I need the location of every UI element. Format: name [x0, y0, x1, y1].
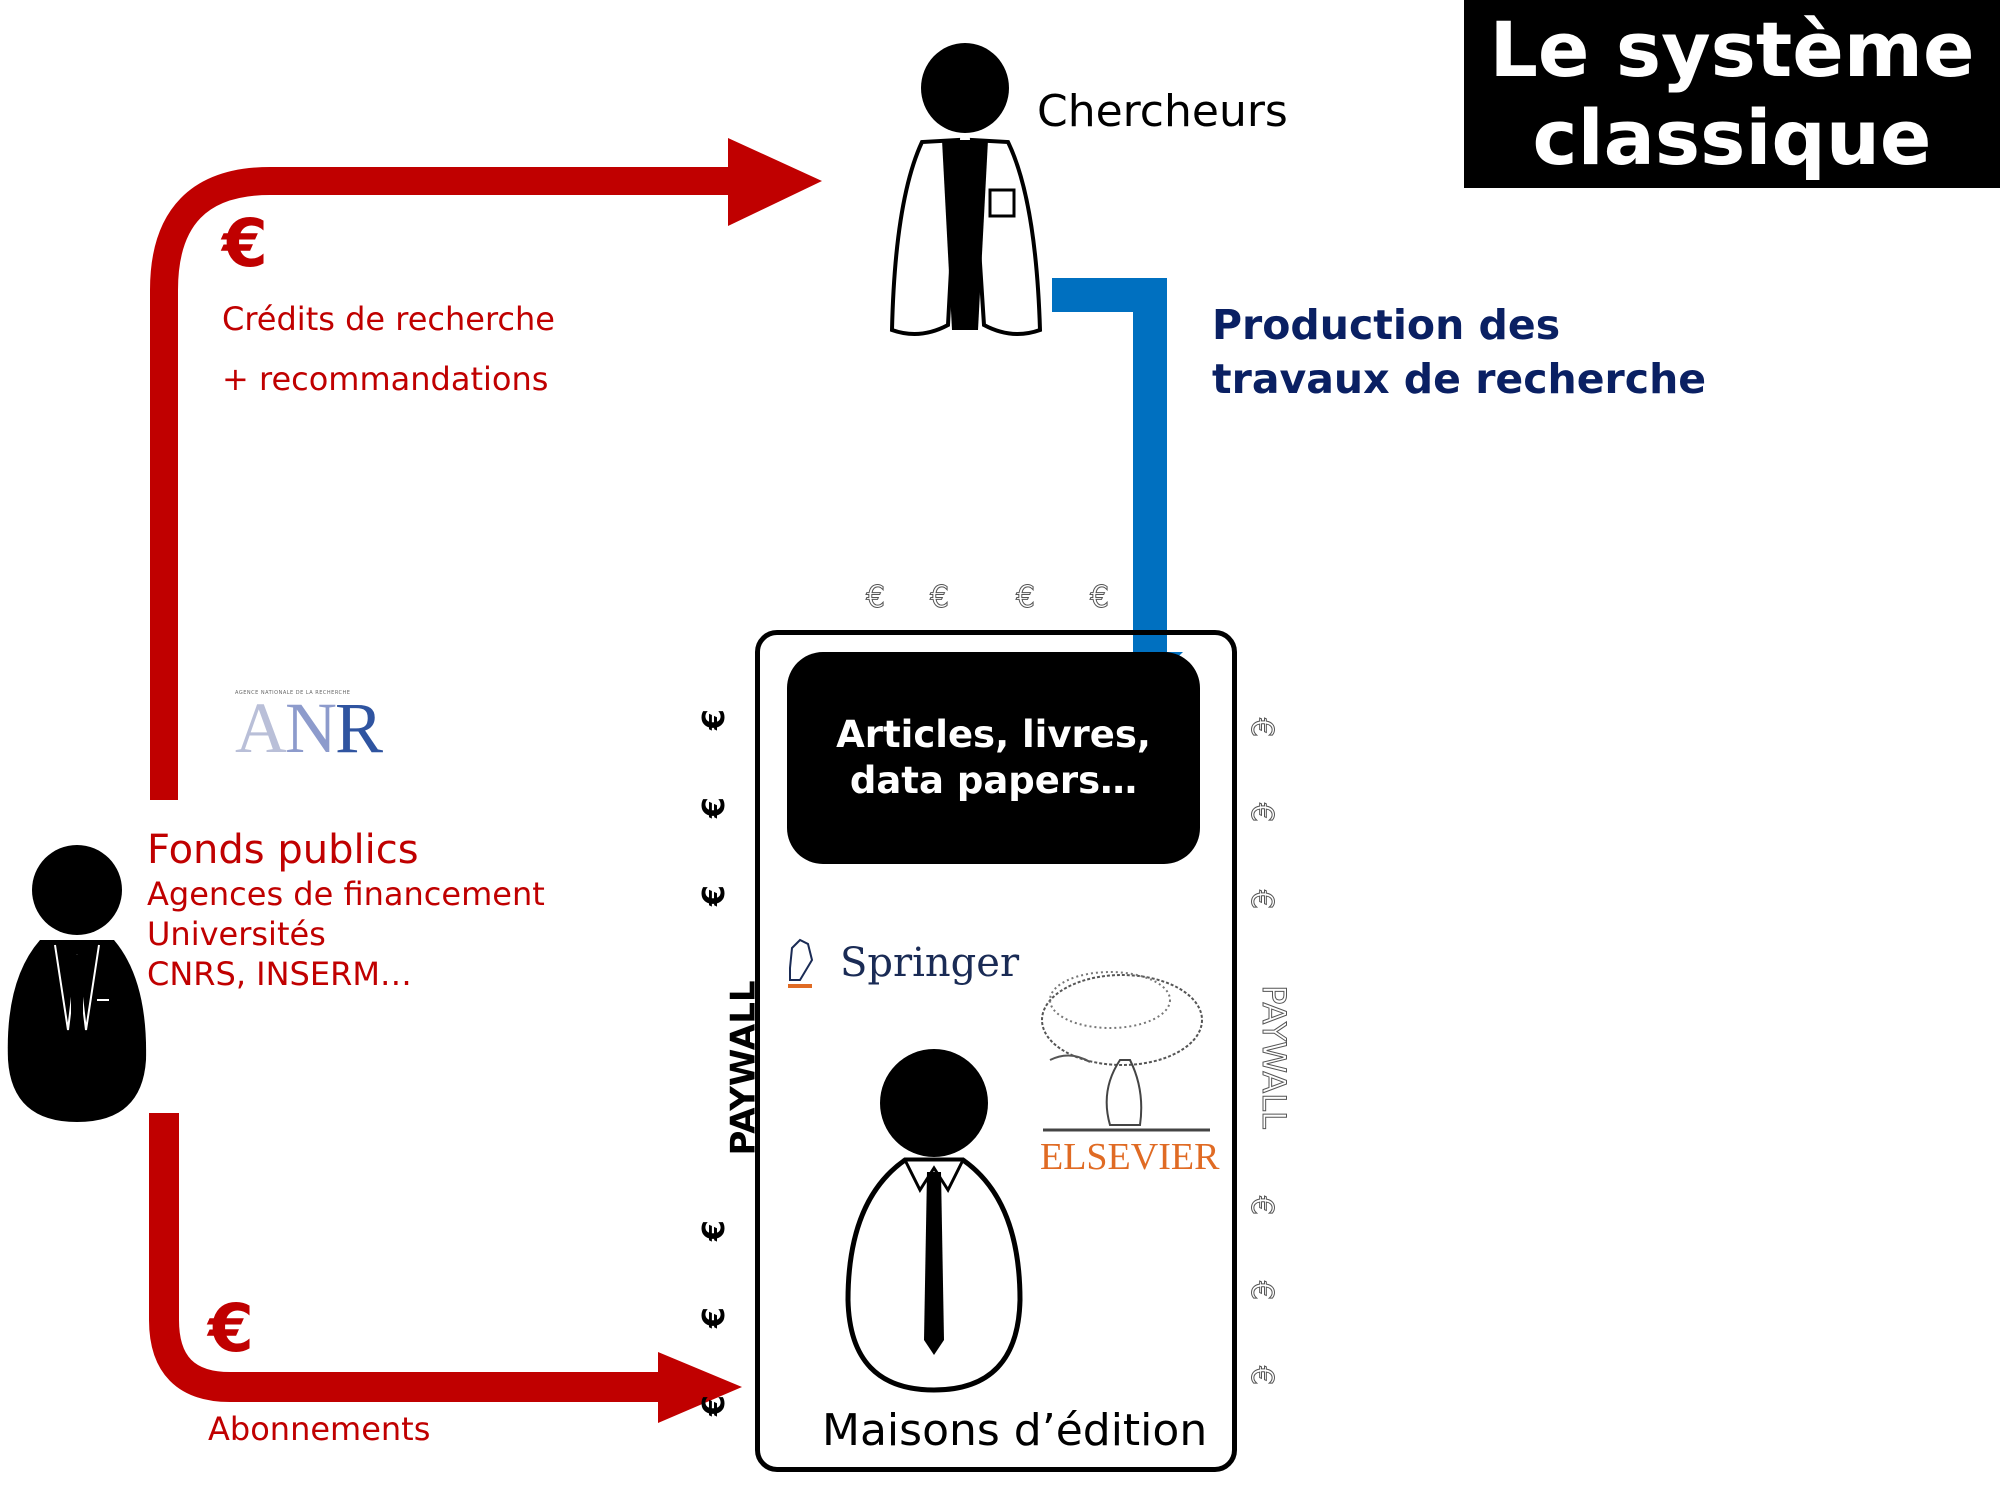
paywall-right-euro-icon: € [1244, 1195, 1280, 1216]
public-funds-line-3: CNRS, INSERM… [147, 955, 412, 993]
publisher-box [755, 630, 1237, 1472]
paywall-left-euro-icon: € [696, 1307, 732, 1328]
funding-arrowhead [728, 138, 822, 226]
public-funds-line-2: Universités [147, 915, 326, 953]
production-label-line-2: travaux de recherche [1212, 355, 1707, 403]
title-line-1: Le système [1489, 5, 1975, 94]
subscription-arrowhead [658, 1352, 742, 1423]
researchers-label: Chercheurs [1037, 86, 1288, 137]
paywall-right-label: PAYWALL [1254, 985, 1293, 1130]
elsevier-tree-image [1041, 971, 1210, 1132]
springer-logo: Springer [840, 940, 1020, 986]
paywall-left-euro-icon: € [696, 885, 732, 906]
public-funds-line-1: Agences de financement [147, 875, 545, 913]
researcher-figure [889, 43, 1043, 336]
public-funds-label: Fonds publics Agences de financement Uni… [147, 826, 545, 994]
outputs-line-2: data papers… [849, 759, 1138, 802]
slide-title: Le système classique [1464, 0, 2000, 188]
publishers-label: Maisons d’édition [822, 1405, 1208, 1456]
funding-euro-icon: € [222, 205, 268, 282]
outputs-box: Articles, livres, data papers… [787, 652, 1200, 864]
subscription-euro-icon: € [208, 1290, 254, 1367]
paywall-top-euro-icon: € [929, 580, 950, 616]
paywall-top-euro-icon: € [1089, 580, 1110, 616]
subscription-arrow-shaft [149, 1113, 670, 1402]
anr-logo: AGENCE NATIONALE DE LA RECHERCHE ANR [235, 690, 383, 764]
funding-label-line-1: Crédits de recherche [222, 300, 555, 338]
anr-letter-n: N [285, 688, 337, 768]
anr-logo-subtitle: AGENCE NATIONALE DE LA RECHERCHE [235, 690, 351, 696]
title-line-2: classique [1532, 93, 1932, 182]
paywall-left-euro-icon: € [696, 709, 732, 730]
paywall-right-euro-icon: € [1244, 889, 1280, 910]
paywall-right-euro-icon: € [1244, 717, 1280, 738]
funding-label-line-2: + recommandations [222, 360, 549, 398]
paywall-right-euro-icon: € [1244, 1365, 1280, 1386]
paywall-top-euro-icon: € [1015, 580, 1036, 616]
production-arrow-shaft [1052, 278, 1167, 655]
paywall-right-euro-icon: € [1244, 1280, 1280, 1301]
paywall-left-label: PAYWALL [723, 980, 764, 1156]
outputs-line-1: Articles, livres, [836, 713, 1151, 756]
anr-letter-r: R [335, 688, 383, 768]
paywall-right-euro-icon: € [1244, 802, 1280, 823]
public-funds-heading: Fonds publics [147, 827, 419, 873]
paywall-top-euro-icon: € [865, 580, 886, 616]
funding-arrow-shaft [150, 167, 740, 800]
anr-letter-a: A [235, 688, 287, 768]
production-label: Production des travaux de recherche [1212, 298, 1706, 406]
production-label-line-1: Production des [1212, 301, 1561, 349]
subscription-label: Abonnements [208, 1410, 431, 1448]
paywall-left-euro-icon: € [696, 797, 732, 818]
publisher-figure [845, 1049, 1023, 1393]
paywall-left-euro-icon: € [696, 1395, 732, 1416]
elsevier-logo: ELSEVIER [1040, 1136, 1220, 1178]
official-figure [7, 845, 147, 1122]
springer-knight-icon [788, 938, 814, 988]
paywall-left-euro-icon: € [696, 1220, 732, 1241]
